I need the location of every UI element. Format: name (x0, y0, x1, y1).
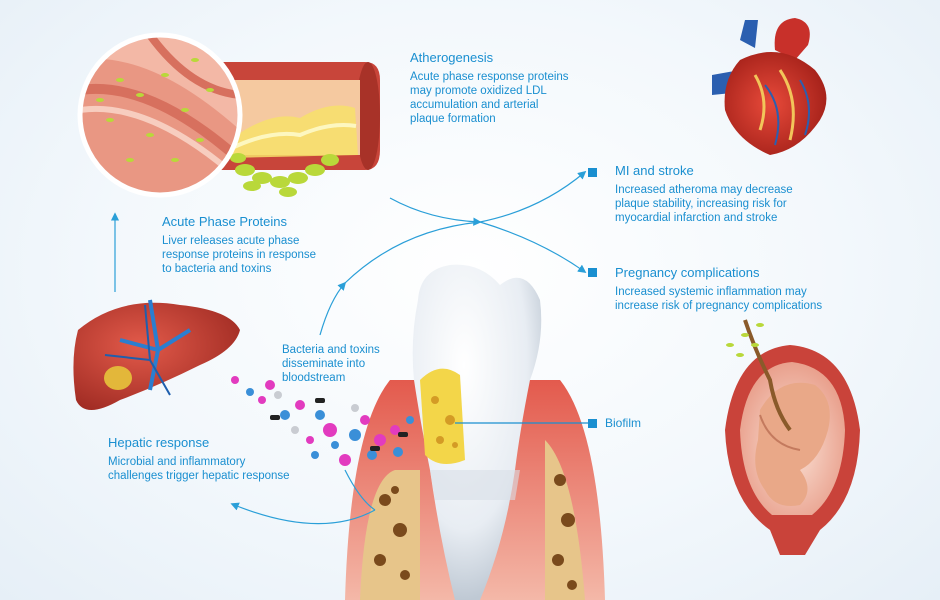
pregnancy-text: Increased systemic inflammation may incr… (615, 286, 823, 312)
flow-arrows (110, 170, 590, 525)
mi-stroke-bullet-icon (588, 168, 597, 177)
label-atherogenesis: Atherogenesis Acute phase response prote… (410, 50, 610, 126)
label-mi-stroke: MI and stroke Increased atheroma may dec… (615, 163, 855, 225)
hepatic-title: Hepatic response (108, 435, 210, 450)
atherogenesis-text: Acute phase response proteins may promot… (410, 71, 569, 125)
label-bloodstream: Bacteria and toxins disseminate into blo… (282, 343, 412, 385)
artery-illustration (77, 32, 380, 198)
acute-phase-title: Acute Phase Proteins (162, 214, 288, 229)
acute-phase-text: Liver releases acute phase response prot… (162, 235, 317, 275)
fetus-illustration (725, 319, 860, 555)
pregnancy-title: Pregnancy complications (615, 265, 760, 280)
atherogenesis-title: Atherogenesis (410, 50, 494, 65)
tooth-illustration (412, 264, 542, 600)
hepatic-text: Microbial and inflammatory challenges tr… (108, 456, 290, 482)
mi-stroke-title: MI and stroke (615, 163, 694, 178)
heart-illustration (712, 18, 827, 155)
label-biofilm: Biofilm (605, 416, 642, 430)
biofilm-bullet-icon (588, 419, 597, 428)
label-hepatic: Hepatic response Microbial and inflammat… (108, 435, 348, 483)
bacteria-dots (231, 376, 414, 466)
bloodstream-text: Bacteria and toxins disseminate into blo… (282, 344, 380, 384)
label-pregnancy: Pregnancy complications Increased system… (615, 265, 875, 313)
liver-illustration (73, 299, 240, 410)
mi-stroke-text: Increased atheroma may decrease plaque s… (615, 184, 793, 224)
pregnancy-bullet-icon (588, 268, 597, 277)
label-acute-phase: Acute Phase Proteins Liver releases acut… (162, 214, 362, 276)
